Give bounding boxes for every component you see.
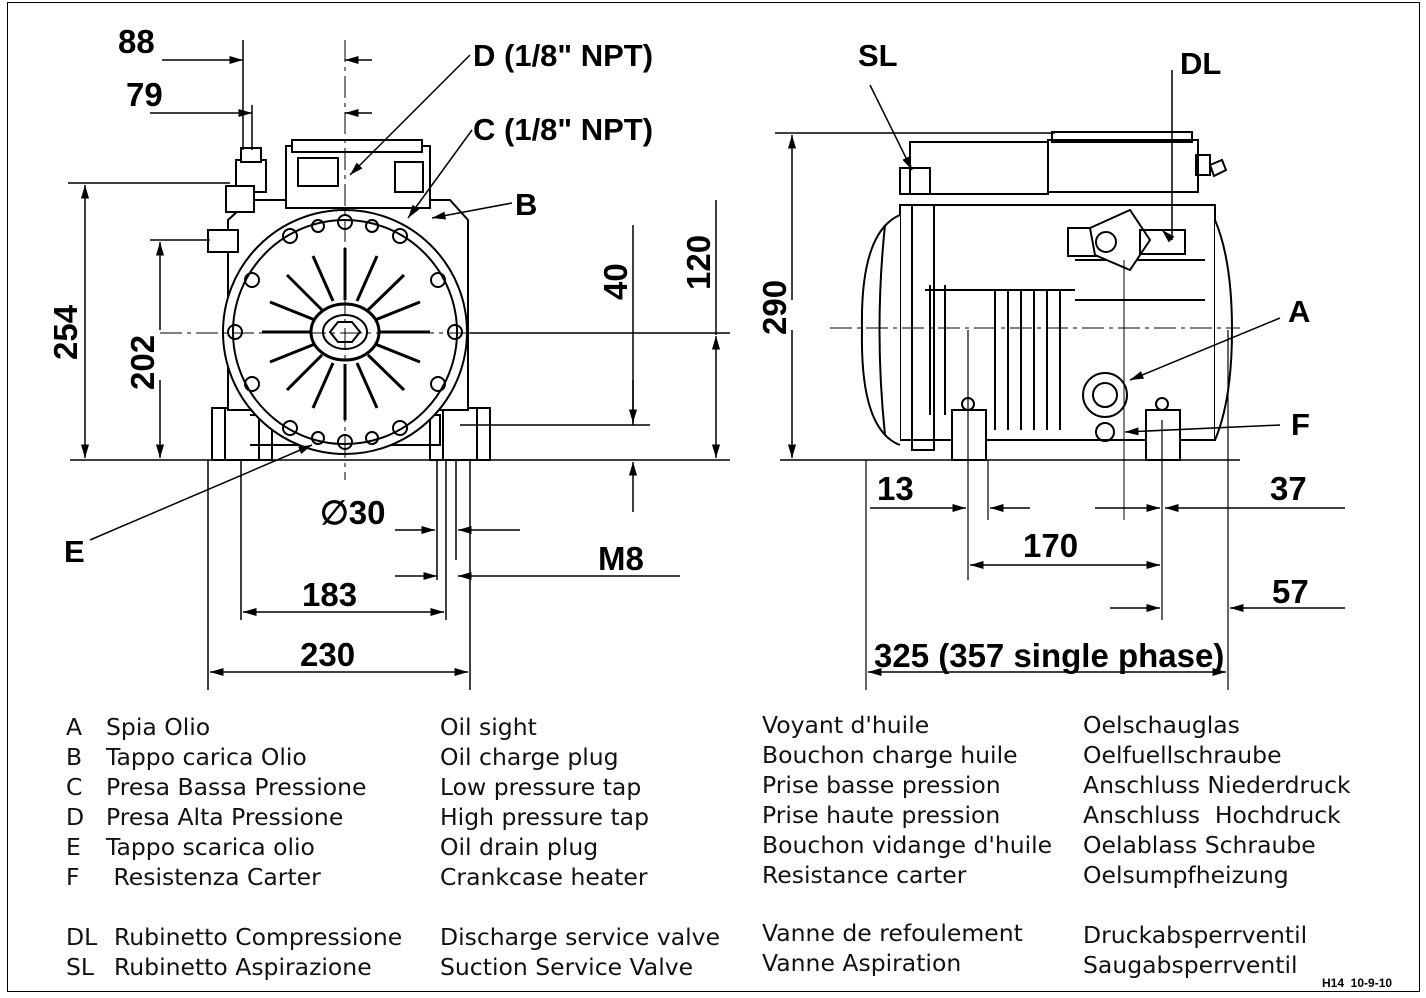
dim-88: 88 xyxy=(118,23,155,60)
side-dimension-lines xyxy=(787,70,1345,677)
legend-row: Bouchon charge huile xyxy=(762,741,1018,769)
dim-30: ∅30 xyxy=(320,494,385,531)
dim-202: 202 xyxy=(124,335,161,390)
legend-german-valves: Druckabsperrventil Saugabsperrventil xyxy=(1083,920,1307,980)
legend-german: Oelschauglas Oelfuellschraube Anschluss … xyxy=(1083,710,1351,890)
legend-row: Oil drain plug xyxy=(440,833,599,861)
legend-row: Oelfuellschraube xyxy=(1083,741,1282,769)
legend-row: Discharge service valve xyxy=(440,923,721,951)
legend-row: Oil sight xyxy=(440,713,537,741)
dim-13: 13 xyxy=(877,470,914,507)
legend-row: Druckabsperrventil xyxy=(1083,921,1308,949)
callout-d: D (1/8" NPT) xyxy=(473,38,653,73)
dim-120: 120 xyxy=(680,235,717,290)
legend-row: Anschluss Hochdruck xyxy=(1083,801,1341,829)
front-dimension-lines xyxy=(80,40,721,677)
legend-row: Resistance carter xyxy=(762,861,967,889)
dim-57: 57 xyxy=(1272,573,1309,610)
legend-row: Crankcase heater xyxy=(440,863,648,891)
legend-row: Saugabsperrventil xyxy=(1083,951,1298,979)
legend-english: Oil sight Oil charge plug Low pressure t… xyxy=(440,712,649,892)
callout-e: E xyxy=(64,534,85,569)
dim-254: 254 xyxy=(47,304,84,360)
dim-183: 183 xyxy=(302,576,357,613)
legend-row: Vanne de refoulement xyxy=(762,919,1023,947)
callout-a: A xyxy=(1288,294,1310,329)
drawing-frame xyxy=(7,2,1420,992)
legend-row: F Resistenza Carter xyxy=(66,863,321,891)
dim-m8: M8 xyxy=(598,540,644,577)
legend-row: Oelschauglas xyxy=(1083,711,1240,739)
side-view xyxy=(775,131,1240,690)
legend-row: Prise haute pression xyxy=(762,801,1001,829)
front-view xyxy=(68,40,730,690)
dim-79: 79 xyxy=(126,76,163,113)
legend-row: Anschluss Niederdruck xyxy=(1083,771,1351,799)
legend-row: Oelablass Schraube xyxy=(1083,831,1316,859)
dim-325: 325 (357 single phase) xyxy=(874,637,1224,674)
callout-dl: DL xyxy=(1180,46,1221,81)
callout-labels: D (1/8" NPT) C (1/8" NPT) B E SL DL A F xyxy=(64,38,1310,569)
dim-290: 290 xyxy=(756,280,793,335)
legend-english-valves: Discharge service valve Suction Service … xyxy=(440,922,720,982)
legend-french: Voyant d'huile Bouchon charge huile Pris… xyxy=(762,710,1052,890)
legend-row: Prise basse pression xyxy=(762,771,1001,799)
legend-row: High pressure tap xyxy=(440,803,649,831)
callout-sl: SL xyxy=(858,38,898,73)
dim-40: 40 xyxy=(597,263,634,300)
legend-row: Voyant d'huile xyxy=(762,711,930,739)
dim-170: 170 xyxy=(1023,527,1078,564)
document-reference: H14 10-9-10 xyxy=(1322,976,1393,990)
callout-f: F xyxy=(1291,407,1310,442)
legend-row: Bouchon vidange d'huile xyxy=(762,831,1053,859)
legend-row: Low pressure tap xyxy=(440,773,642,801)
callout-b: B xyxy=(515,187,537,222)
dim-37: 37 xyxy=(1270,470,1307,507)
legend-row: Suction Service Valve xyxy=(440,953,694,981)
dim-230: 230 xyxy=(300,636,355,673)
legend-row: Oil charge plug xyxy=(440,743,619,771)
legend-row: Vanne Aspiration xyxy=(762,949,962,977)
front-dimension-labels: 88 79 254 202 40 120 ∅30 M8 183 230 xyxy=(47,23,717,673)
legend-french-valves: Vanne de refoulement Vanne Aspiration xyxy=(762,918,1023,978)
callout-c: C (1/8" NPT) xyxy=(473,112,653,147)
side-dimension-labels: 290 13 37 170 57 325 (357 single phase) xyxy=(756,280,1309,674)
legend-row: Oelsumpfheizung xyxy=(1083,861,1289,889)
